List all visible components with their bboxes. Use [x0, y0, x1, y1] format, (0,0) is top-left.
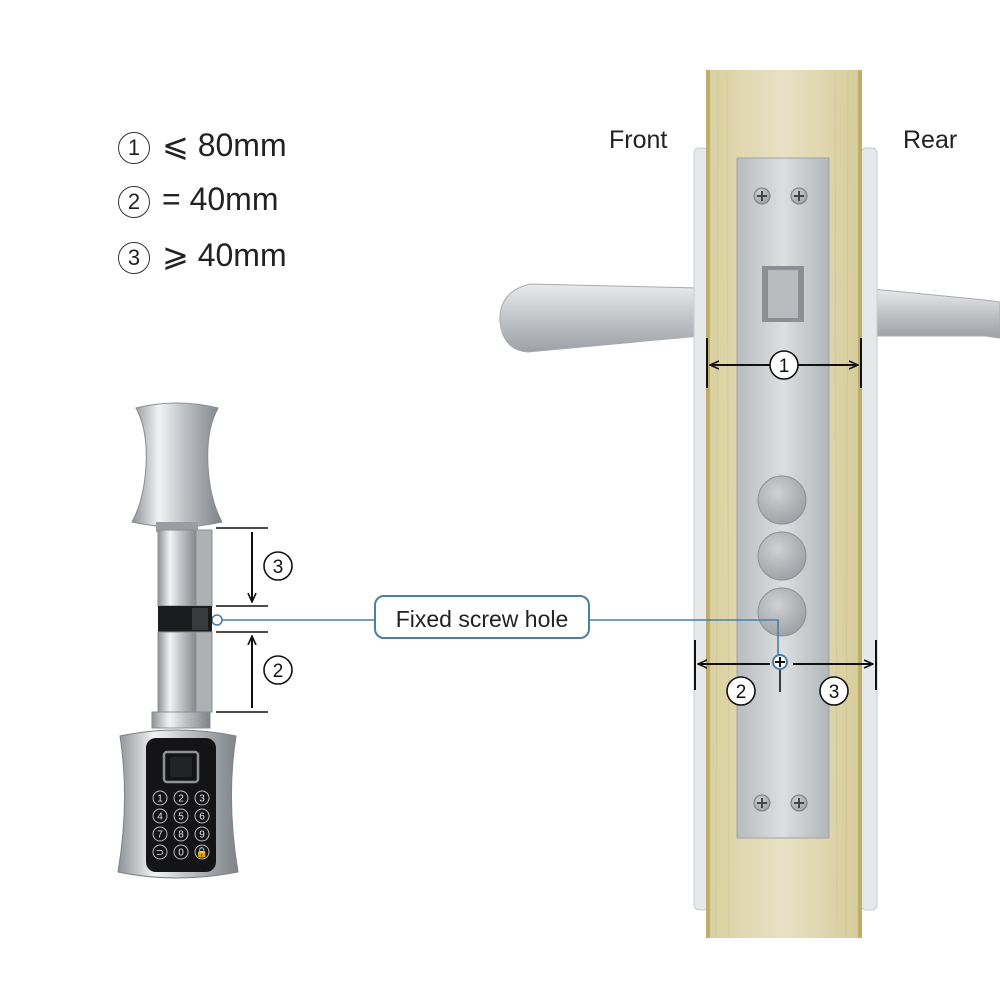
cylinder-hole	[757, 475, 807, 525]
keypad-key-label: 1	[157, 794, 163, 805]
keypad-key-label: 9	[199, 830, 205, 841]
keypad-key-label: ⊃	[156, 848, 164, 859]
keypad-key	[152, 808, 168, 824]
marker-two: 2	[736, 682, 747, 703]
keypad-key	[152, 826, 168, 842]
dimension-cylinder: 3 2	[216, 527, 293, 713]
spec-text: ⩽ 80mm	[162, 127, 287, 163]
cylinder-lock: 1 2 3 4 5 6 7 8 9 ⊃ 0 🔒	[117, 402, 239, 879]
screw-icon	[790, 187, 808, 205]
fingerprint-sensor	[170, 757, 192, 777]
keypad-key-label: 2	[178, 794, 184, 805]
callout-leader	[211, 614, 779, 655]
keypad-key-label: 6	[199, 812, 205, 823]
spec-text: = 40mm	[162, 181, 279, 217]
cylinder-hole	[757, 587, 807, 637]
keypad-key-label: 7	[157, 830, 163, 841]
marker-three: 3	[829, 682, 840, 703]
dimension-door-thickness: 1	[706, 338, 862, 388]
spec-line-3: 3 ⩾ 40mm	[118, 236, 287, 274]
keypad-key-label: 5	[178, 812, 184, 823]
cylinder-hole	[757, 531, 807, 581]
keypad-key	[173, 826, 189, 842]
screw-icon	[790, 794, 808, 812]
spec-text: ⩾ 40mm	[162, 237, 287, 273]
rear-label: Rear	[903, 126, 958, 154]
screw-icon	[753, 187, 771, 205]
dimension-screw-offsets: 2 3	[694, 640, 877, 706]
marker-two-cylinder: 2	[273, 661, 284, 682]
keypad-key	[173, 844, 189, 860]
keypad: 1 2 3 4 5 6 7 8 9 ⊃ 0 🔒	[152, 790, 210, 860]
fixed-screw-target	[772, 654, 788, 670]
keypad-key-label: 0	[178, 848, 184, 859]
screw-icon	[753, 794, 771, 812]
spec-number: 1	[118, 131, 150, 164]
spec-number: 2	[118, 185, 150, 218]
keypad-key	[152, 844, 168, 860]
thumb-turn-knob	[131, 402, 223, 528]
marker-one: 1	[779, 356, 790, 377]
spec-line-2: 2 = 40mm	[118, 181, 278, 218]
keypad-key-label: 4	[157, 812, 163, 823]
keypad-key	[152, 790, 168, 806]
spec-number: 3	[118, 241, 150, 274]
front-label: Front	[609, 126, 668, 154]
spec-line-1: 1 ⩽ 80mm	[118, 126, 287, 164]
keypad-key	[173, 808, 189, 824]
keypad-key-label: 8	[178, 830, 184, 841]
keypad-key	[194, 790, 210, 806]
keypad-key	[194, 808, 210, 824]
marker-three-cylinder: 3	[273, 557, 284, 578]
keypad-key	[194, 826, 210, 842]
lock-case-plate	[736, 157, 830, 839]
keypad-key	[194, 844, 210, 860]
fixed-screw-hole-callout: Fixed screw hole	[374, 595, 590, 639]
keypad-key-label: 🔒	[196, 847, 208, 859]
keypad-key	[173, 790, 189, 806]
keypad-key-label: 3	[199, 794, 205, 805]
